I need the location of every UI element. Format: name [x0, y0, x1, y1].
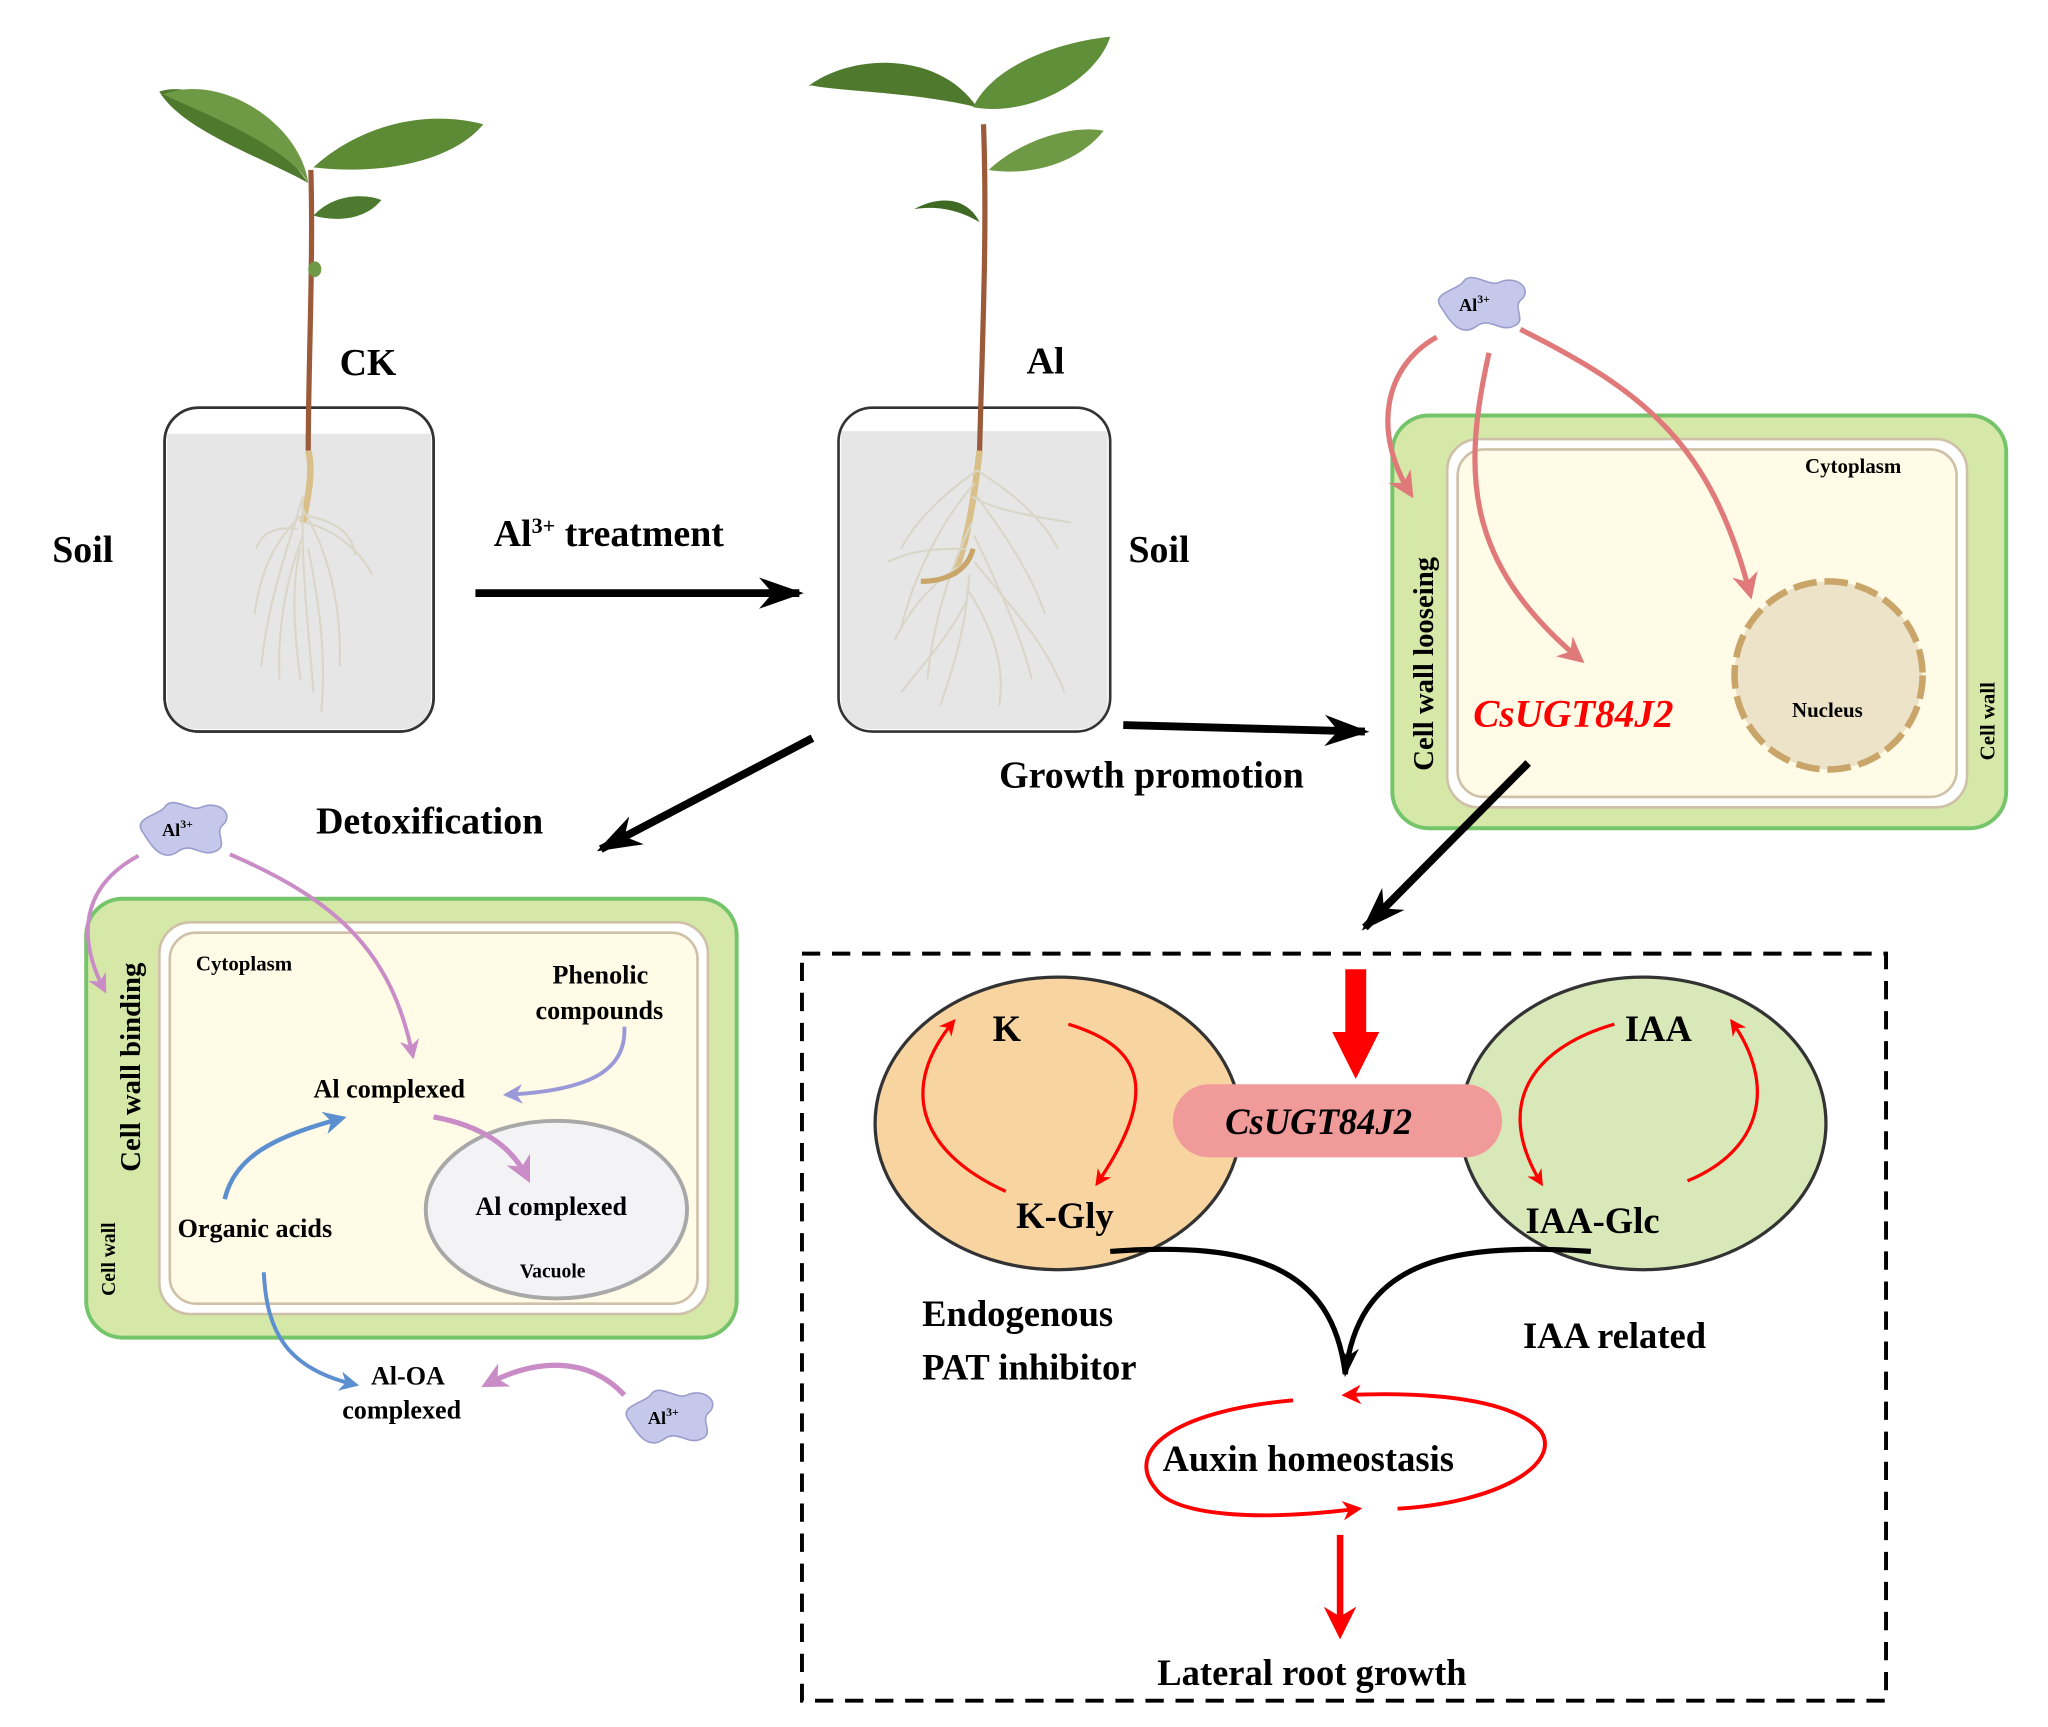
gene-input-arrow — [1332, 969, 1380, 1080]
lateral-root-label: Lateral root growth — [1157, 1652, 1466, 1693]
ion-to-wall-arrow — [1385, 334, 1438, 499]
al-ion-left-bottom-label: Al3+ — [648, 1406, 679, 1428]
ck-plant-group — [159, 88, 484, 733]
growth-promotion-label: Growth promotion — [999, 755, 1304, 797]
phenolic-label-2: compounds — [536, 996, 664, 1025]
phenolic-label-1: Phenolic — [552, 961, 648, 990]
endogenous-label-2: PAT inhibitor — [922, 1346, 1136, 1387]
vacuole — [423, 1118, 689, 1301]
ck-leaf — [313, 196, 382, 219]
vacuole-label: Vacuole — [520, 1262, 586, 1283]
left-wall-label: Cell wall — [99, 1222, 120, 1296]
auxin-cycle-lower-arrow — [1144, 1398, 1363, 1521]
al-oa-label-2: complexed — [342, 1396, 461, 1425]
ck-leaf — [159, 89, 309, 184]
iaa-to-iaaglc-arrow — [1518, 1022, 1615, 1187]
k-to-kgly-arrow — [1067, 1022, 1138, 1187]
detoxification-arrow — [596, 734, 815, 853]
ion-to-al-oa-arrow — [481, 1362, 627, 1397]
right-wall-loosening-label: Cell wall looseing — [1408, 556, 1440, 770]
phenolic-to-complex-arrow — [502, 1026, 627, 1104]
organic-acids-to-complex-arrow — [222, 1111, 347, 1200]
detoxification-label: Detoxification — [316, 800, 543, 842]
right-wall-label: Cell wall — [1975, 682, 1999, 760]
left-cytoplasm-label: Cytoplasm — [196, 952, 293, 976]
growth-promotion-arrow — [1123, 714, 1370, 747]
k-label: K — [993, 1008, 1022, 1049]
iaa-label: IAA — [1625, 1008, 1693, 1049]
gene-to-pathway-arrow — [1361, 760, 1531, 931]
treatment-label: Al3+ treatment — [494, 513, 725, 555]
k-gly-label: K-Gly — [1016, 1195, 1114, 1236]
al-ion-left-top-label: Al3+ — [162, 818, 193, 840]
pathway-gene-label: CsUGT84J2 — [1225, 1101, 1412, 1142]
al-complexed-vacuole: Al complexed — [475, 1192, 627, 1221]
right-gene-label: CsUGT84J2 — [1473, 692, 1673, 735]
iaaglc-merge-arrow — [1338, 1246, 1592, 1378]
al-leaf — [973, 36, 1111, 109]
ck-roots — [253, 496, 374, 713]
al-plant-group — [807, 36, 1112, 733]
soil-label-left: Soil — [52, 529, 113, 571]
al-ion-right-label: Al3+ — [1459, 293, 1490, 315]
iaa-related-label: IAA related — [1523, 1315, 1706, 1356]
nucleus-label: Nucleus — [1792, 698, 1863, 722]
organic-acids-label: Organic acids — [178, 1214, 332, 1243]
al-label: Al — [1027, 341, 1065, 383]
ion-to-nucleus-arrow — [1519, 326, 1758, 600]
al-oa-label-1: Al-OA — [371, 1362, 445, 1391]
al-leaf — [914, 200, 980, 223]
al-pot — [837, 406, 1112, 733]
al-complexed-cytoplasm: Al complexed — [313, 1074, 465, 1103]
soil-label-right: Soil — [1128, 529, 1189, 571]
ion-to-wall-binding-arrow — [86, 853, 140, 994]
al-leaf — [988, 129, 1104, 172]
gene-pill — [1172, 1084, 1503, 1158]
nucleus — [1731, 578, 1926, 773]
ion-to-gene-arrow — [1472, 352, 1585, 664]
iaa-glc-label: IAA-Glc — [1526, 1200, 1660, 1241]
ion-to-al-complexed-arrow — [229, 852, 420, 1060]
auxin-homeostasis-label: Auxin homeostasis — [1162, 1438, 1454, 1479]
kgly-merge-line — [1110, 1246, 1348, 1375]
kgly-to-k-arrow — [921, 1019, 1007, 1193]
ck-soil-fill — [167, 433, 432, 729]
organic-acids-to-al-oa-arrow — [261, 1272, 360, 1391]
auxin-cycle-upper-arrow — [1341, 1384, 1547, 1511]
right-cell — [1390, 413, 2009, 831]
ck-leaf — [313, 118, 484, 170]
pathway-box — [800, 951, 1888, 1703]
al-soil-fill — [841, 431, 1108, 729]
ck-stem — [305, 169, 315, 451]
iaaglc-to-iaa-arrow — [1686, 1018, 1759, 1183]
complex-to-vacuole-arrow — [433, 1114, 531, 1183]
right-cytoplasm-label: Cytoplasm — [1805, 454, 1902, 478]
wall-binding-label: Cell wall binding — [115, 962, 147, 1172]
endogenous-label-1: Endogenous — [922, 1293, 1113, 1334]
ck-label: CK — [340, 342, 397, 384]
al-stem — [976, 124, 988, 451]
